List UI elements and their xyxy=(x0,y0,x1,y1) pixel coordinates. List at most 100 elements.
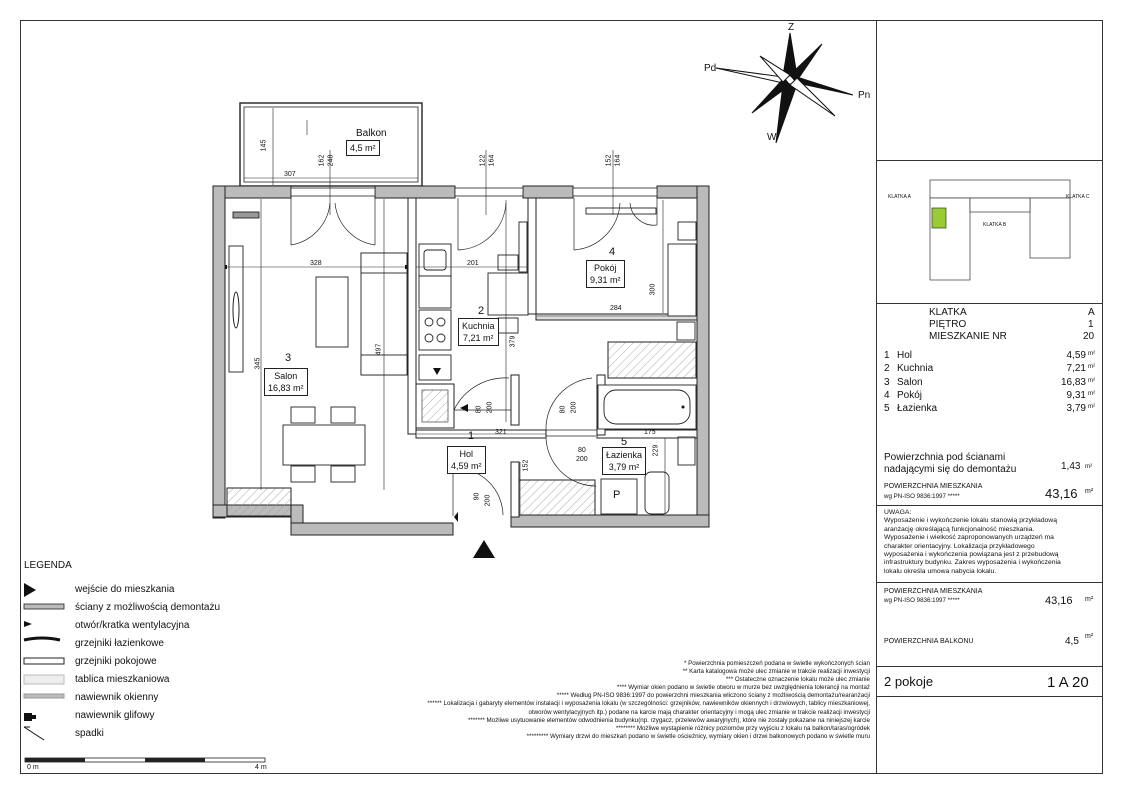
dim-label: 80 xyxy=(475,405,483,414)
dim-label: 175 xyxy=(644,429,656,436)
dim-label: 200 xyxy=(484,494,492,507)
balcony-area-box: 4,5 m² xyxy=(346,140,380,156)
room-list-num: 1 xyxy=(884,350,890,361)
dim-label: 152 xyxy=(605,154,613,167)
uwaga-title: UWAGA: xyxy=(884,509,912,516)
footnote: ****** Lokalizacja i gabaryty elementów … xyxy=(427,700,870,708)
panel-rule xyxy=(876,303,1103,304)
footnotes: * Powierzchnia pomieszczeń podana w świe… xyxy=(427,660,870,741)
dim-label: 379 xyxy=(509,335,517,348)
footnote: ******** Możliwe wystąpienie różnicy poz… xyxy=(615,724,870,732)
room-list-name: Łazienka xyxy=(897,403,938,414)
nr-label: MIESZKANIE NR xyxy=(929,331,1007,342)
dim-label: 90 xyxy=(473,492,481,501)
dim-label: 321 xyxy=(495,429,507,436)
room-list-name: Kuchnia xyxy=(897,363,934,374)
pietro-value: 1 xyxy=(1088,319,1094,330)
nr-value: 20 xyxy=(1083,331,1095,342)
unit: m² xyxy=(1085,633,1094,640)
total-area-sublabel: wg PN-ISO 9836:1997 ***** xyxy=(884,493,960,500)
legend-window-vent: nawiewnik okienny xyxy=(75,692,159,703)
legend-slopes: spadki xyxy=(75,728,104,739)
dim-label: 200 xyxy=(576,456,588,463)
sheet-frame xyxy=(20,20,1103,774)
dim-label: 200 xyxy=(486,401,494,414)
unit: m² xyxy=(1085,488,1094,495)
walls-area-label: Powierzchnia pod ścianami xyxy=(884,452,1006,463)
unit: m² xyxy=(1085,463,1093,470)
panel-divider xyxy=(876,20,877,774)
klatka-value: A xyxy=(1088,307,1095,318)
uwaga-note: UWAGA: Wyposażenie i wykończenie lokalu … xyxy=(884,509,1061,576)
room-list-name: Hol xyxy=(897,350,913,361)
compass-west-label: Pd xyxy=(704,63,717,74)
uwaga-line: aranżację określającą funkcjonalność mie… xyxy=(884,525,1035,533)
uwaga-line: Wyposażenie i wielkość zaproponowanych u… xyxy=(884,534,1054,542)
room-number: 5 xyxy=(621,436,628,448)
room-list-num: 3 xyxy=(884,377,890,388)
room-list-area: 16,83 xyxy=(1060,377,1086,388)
balcony-area-value: 4,5 xyxy=(1065,636,1079,647)
total-area-value: 43,16 xyxy=(1045,595,1073,607)
panel-board-marker: P xyxy=(613,489,621,501)
panel-rule xyxy=(876,666,1103,667)
room-number: 3 xyxy=(285,352,292,364)
klatka-label: KLATKA xyxy=(929,307,967,318)
unit: m² xyxy=(1088,390,1096,397)
unit: m² xyxy=(1085,596,1094,603)
legend-removable-walls: ściany z możliwością demontażu xyxy=(75,602,221,613)
dim-label: 307 xyxy=(284,171,296,178)
keyplan-a: KLATKA A xyxy=(888,194,911,200)
dim-label: 164 xyxy=(488,154,496,167)
room-list-name: Pokój xyxy=(897,390,923,401)
rooms-count: 2 pokoje xyxy=(884,674,934,689)
legend-room-radiators: grzejniki pokojowe xyxy=(75,656,157,667)
room-number: 1 xyxy=(468,430,475,442)
footnote: *** Ostateczne oznaczenie lokalu może ul… xyxy=(725,676,870,684)
dim-label: 201 xyxy=(467,260,479,267)
legend-entrance: wejście do mieszkania xyxy=(75,584,175,595)
footnote: * Powierzchnia pomieszczeń podana w świe… xyxy=(683,660,870,667)
compass-north-label: Z xyxy=(788,22,795,33)
total-area-value: 43,16 xyxy=(1045,486,1078,501)
dim-label: 122 xyxy=(479,154,487,167)
room-list-area: 3,79 xyxy=(1066,403,1086,414)
compass-east-label: Pn xyxy=(858,90,871,101)
legend-board: tablica mieszkaniowa xyxy=(75,674,170,685)
scale-start: 0 m xyxy=(27,764,39,771)
dim-label: 164 xyxy=(614,154,622,167)
dim-label: 284 xyxy=(610,305,622,312)
walls-area-label: nadającymi się do demontażu xyxy=(884,464,1017,475)
uwaga-line: wyposażenia i wykończenia powiązana jest… xyxy=(884,551,1059,559)
dim-label: 145 xyxy=(260,139,268,152)
unit: m² xyxy=(1088,377,1096,384)
legend-title: LEGENDA xyxy=(24,560,72,571)
footnote: otworów wentylacyjnych itp.) podane na k… xyxy=(528,708,871,716)
total-area-label: POWIERZCHNIA MIESZKANIA xyxy=(884,483,983,490)
legend-glif-vent: nawiewnik glifowy xyxy=(75,710,155,721)
dim-label: 152 xyxy=(522,459,530,472)
compass-south-label: W xyxy=(767,132,777,143)
keyplan-c: KLATKA C xyxy=(1066,194,1090,200)
unit: m² xyxy=(1088,403,1096,410)
room-list-num: 2 xyxy=(884,363,890,374)
dim-label: 200 xyxy=(570,401,578,414)
dim-label: 300 xyxy=(649,283,657,296)
room-list-num: 5 xyxy=(884,403,890,414)
room-number: 4 xyxy=(609,246,616,258)
dim-label: 80 xyxy=(559,405,567,414)
panel-rule xyxy=(876,696,1103,697)
footnote: **** Wymiar okien podano w świetle otwor… xyxy=(616,684,870,692)
room-number: 2 xyxy=(478,305,485,317)
uwaga-line: infrastruktury budynku. Zakres wyposażen… xyxy=(884,559,1061,567)
scale-end: 4 m xyxy=(255,764,267,771)
apartment-code: 1 A 20 xyxy=(1047,674,1089,691)
panel-rule xyxy=(876,505,1103,506)
balcony-name: Balkon xyxy=(356,128,387,139)
